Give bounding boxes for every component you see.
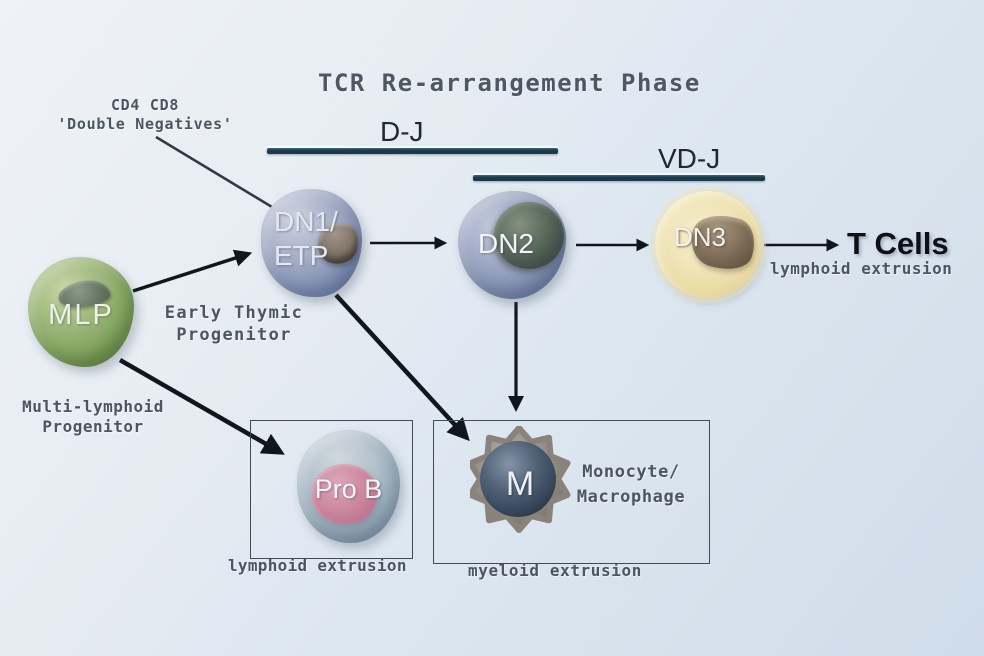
arrow-mlp-to-dn1 bbox=[132, 249, 253, 293]
dj-phase-bar bbox=[267, 148, 558, 154]
lymphoid-extrusion-left-label: lymphoid extrusion bbox=[228, 556, 407, 575]
dn1-etp-label: DN1/ ETP bbox=[274, 205, 338, 273]
pro-b-label: Pro B bbox=[314, 474, 383, 504]
mlp-label: MLP bbox=[48, 299, 114, 331]
early-thymic-line2: Progenitor bbox=[176, 325, 292, 345]
monocyte-macrophage-annotation: Monocyte/ Macrophage bbox=[571, 460, 691, 510]
monocyte-nucleus bbox=[480, 441, 556, 517]
monocyte-label: M bbox=[505, 465, 535, 503]
cell-dn1-etp: DN1/ ETP bbox=[261, 189, 364, 297]
myeloid-extrusion-box bbox=[433, 420, 710, 564]
dn1-label-line2: ETP bbox=[274, 240, 329, 271]
cell-pro-b: Pro B bbox=[297, 430, 400, 543]
vdj-phase-bar bbox=[473, 175, 765, 181]
myeloid-extrusion-label: myeloid extrusion bbox=[468, 561, 642, 580]
monocyte-line2: Macrophage bbox=[576, 487, 686, 507]
multi-lymphoid-line1: Multi-lymphoid bbox=[22, 397, 164, 416]
lymphoid-extrusion-box bbox=[250, 420, 413, 559]
page-title: TCR Re-arrangement Phase bbox=[318, 69, 701, 97]
cd4-cd8-annotation: CD4 CD8 'Double Negatives' bbox=[38, 96, 252, 134]
early-thymic-annotation: Early Thymic Progenitor bbox=[135, 302, 333, 346]
dn1-label-line1: DN1/ bbox=[274, 206, 338, 237]
cell-monocyte bbox=[470, 426, 571, 533]
cell-mlp: MLP bbox=[28, 257, 134, 367]
cd4-cd8-line1: CD4 CD8 bbox=[110, 96, 180, 114]
double-negatives-pointer-line bbox=[155, 135, 273, 209]
monocyte-line1: Monocyte/ bbox=[582, 462, 680, 482]
pro-b-nucleus bbox=[311, 464, 377, 524]
dj-phase-label: D-J bbox=[380, 116, 424, 147]
dn2-nucleus bbox=[494, 202, 564, 269]
multi-lymphoid-line2: Progenitor bbox=[42, 417, 144, 436]
cell-dn3: DN3 bbox=[655, 191, 762, 298]
cell-dn2: DN2 bbox=[458, 191, 566, 299]
lymphoid-extrusion-right-label: lymphoid extrusion bbox=[770, 259, 953, 278]
cd4-cd8-line2: 'Double Negatives' bbox=[57, 115, 233, 133]
t-cells-label: T Cells bbox=[847, 226, 949, 261]
early-thymic-line1: Early Thymic bbox=[164, 303, 304, 323]
arrow-dn1-to-myeloid-box bbox=[334, 293, 470, 442]
dn2-label: DN2 bbox=[477, 228, 534, 259]
vdj-phase-label: VD-J bbox=[658, 143, 721, 174]
dn3-label: DN3 bbox=[673, 222, 726, 252]
multi-lymphoid-annotation: Multi-lymphoid Progenitor bbox=[2, 397, 184, 437]
